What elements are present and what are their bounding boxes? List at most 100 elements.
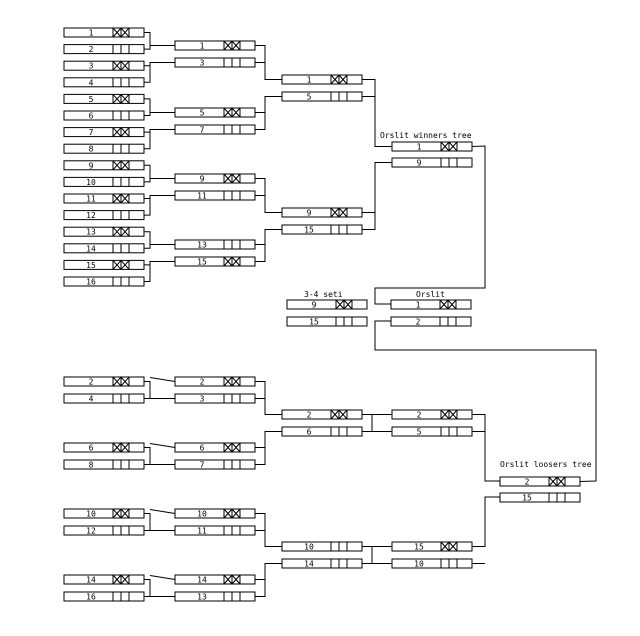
losers-r1-slot-3-box	[63, 442, 145, 453]
winners-r1-slot-2-label: 2	[89, 45, 94, 54]
winners-r2-slot-5: 9	[174, 173, 256, 184]
winners-r4-slot-1: 1	[391, 141, 473, 152]
winners-r3-slot-1: 1	[281, 74, 363, 85]
winners-r1-slot-13-box	[63, 226, 145, 237]
losers-r2-slot-1-label: 2	[200, 378, 205, 387]
final-slot-2: 2	[390, 316, 472, 327]
losers-r3-slot-3: 10	[281, 541, 363, 552]
losers-r2-slot-4: 7	[174, 459, 256, 470]
losers-r1-slot-1-box	[63, 376, 145, 387]
winners-r1-slot-8-box	[63, 143, 145, 154]
winners-r1-slot-9-box	[63, 160, 145, 171]
losers-r2-slot-5: 10	[174, 508, 256, 519]
winners-r2-slot-4-label: 7	[200, 126, 205, 135]
winners-r2-slot-2-box	[174, 57, 256, 68]
winners-r1-slot-3: 3	[63, 60, 145, 71]
losers-r2-slot-7-label: 14	[197, 576, 207, 585]
losers-r4-slot-3: 15	[391, 541, 473, 552]
winners-r1-slot-7-box	[63, 127, 145, 138]
winners-r3-slot-3-label: 9	[307, 209, 312, 218]
winners-r1-slot-10-label: 10	[86, 178, 96, 187]
winners-tree-title: Orslit winners tree	[380, 131, 472, 140]
losers-r4-slot-4: 10	[391, 558, 473, 569]
losers-r3-slot-2: 6	[281, 426, 363, 437]
winners-r1-slot-5: 5	[63, 93, 145, 104]
losers-r5-slot-2-box	[499, 492, 581, 503]
losers-r4-slot-2-box	[391, 426, 473, 437]
losers-r2-slot-7-box	[174, 574, 256, 585]
winners-r1-slot-11-box	[63, 193, 145, 204]
losers-r1-slot-6-box	[63, 525, 145, 536]
winners-r2-slot-7-box	[174, 239, 256, 250]
winners-r1-slot-4-box	[63, 77, 145, 88]
third-place-slot-1: 9	[286, 299, 368, 310]
losers-r2-slot-6-box	[174, 525, 256, 536]
winners-r3-slot-2: 5	[281, 91, 363, 102]
bracket-slots: 1234567891011121314151613579111315159151…	[63, 27, 581, 602]
winners-r2-slot-7: 13	[174, 239, 256, 250]
losers-r2-slot-6: 11	[174, 525, 256, 536]
losers-r3-slot-3-box	[281, 541, 363, 552]
losers-r4-slot-2: 5	[391, 426, 473, 437]
final-slot-1-label: 1	[416, 301, 421, 310]
winners-r4-slot-2: 9	[391, 157, 473, 168]
third-place-slot-1-label: 9	[312, 301, 317, 310]
losers-r1-slot-4: 8	[63, 459, 145, 470]
losers-r2-slot-1: 2	[174, 376, 256, 387]
winners-r1-slot-7: 7	[63, 127, 145, 138]
winners-r1-slot-2-box	[63, 44, 145, 55]
losers-r1-slot-8-box	[63, 591, 145, 602]
losers-r4-slot-4-label: 10	[414, 560, 424, 569]
winners-r2-slot-6-label: 11	[197, 192, 207, 201]
losers-r3-slot-1: 2	[281, 409, 363, 420]
losers-r4-slot-3-box	[391, 541, 473, 552]
winners-r1-slot-1: 1	[63, 27, 145, 38]
losers-r1-slot-2-label: 4	[89, 395, 94, 404]
losers-r2-slot-2-box	[174, 393, 256, 404]
winners-r2-slot-1-label: 1	[200, 42, 205, 51]
winners-r3-slot-2-box	[281, 91, 363, 102]
final-slot-2-box	[390, 316, 472, 327]
winners-r2-slot-7-label: 13	[197, 241, 207, 250]
winners-r4-slot-1-box	[391, 141, 473, 152]
winners-r2-slot-3-label: 5	[200, 109, 205, 118]
losers-r1-slot-1-label: 2	[89, 378, 94, 387]
final-slot-1: 1	[390, 299, 472, 310]
losers-r5-slot-1-box	[499, 476, 581, 487]
third-place-slot-2: 15	[286, 316, 368, 327]
winners-r1-slot-6-box	[63, 110, 145, 121]
winners-r4-slot-2-label: 9	[417, 159, 422, 168]
bracket-headers: Orslit winners tree Orslit 3-4 seti Orsl…	[304, 131, 592, 469]
losers-r2-slot-4-box	[174, 459, 256, 470]
winners-r1-slot-8-label: 8	[89, 145, 94, 154]
losers-r2-slot-7: 14	[174, 574, 256, 585]
winners-r2-slot-4: 7	[174, 124, 256, 135]
losers-r3-slot-3-label: 10	[304, 543, 314, 552]
winners-r4-slot-1-label: 1	[417, 143, 422, 152]
losers-tree-title: Orslit loosers tree	[500, 460, 592, 469]
winners-r1-slot-7-label: 7	[89, 128, 94, 137]
winners-r2-slot-1: 1	[174, 40, 256, 51]
winners-r1-slot-13-label: 13	[86, 228, 96, 237]
winners-r1-slot-1-label: 1	[89, 29, 94, 38]
losers-r2-slot-1-box	[174, 376, 256, 387]
losers-r5-slot-1: 2	[499, 476, 581, 487]
winners-r1-slot-4: 4	[63, 77, 145, 88]
losers-r1-slot-5: 10	[63, 508, 145, 519]
winners-r1-slot-9: 9	[63, 160, 145, 171]
losers-r4-slot-1: 2	[391, 409, 473, 420]
winners-r1-slot-15: 15	[63, 259, 145, 270]
winners-r2-slot-2: 3	[174, 57, 256, 68]
winners-r2-slot-8-label: 15	[197, 258, 207, 267]
losers-r4-slot-1-label: 2	[417, 411, 422, 420]
winners-r3-slot-2-label: 5	[307, 93, 312, 102]
winners-r1-slot-5-box	[63, 93, 145, 104]
third-place-slot-1-box	[286, 299, 368, 310]
winners-r1-slot-11-label: 11	[86, 195, 96, 204]
final-slot-2-label: 2	[416, 318, 421, 327]
losers-r2-slot-6-label: 11	[197, 527, 207, 536]
winners-r2-slot-8: 15	[174, 256, 256, 267]
losers-r1-slot-3: 6	[63, 442, 145, 453]
losers-r2-slot-8-box	[174, 591, 256, 602]
winners-r1-slot-6-label: 6	[89, 112, 94, 121]
